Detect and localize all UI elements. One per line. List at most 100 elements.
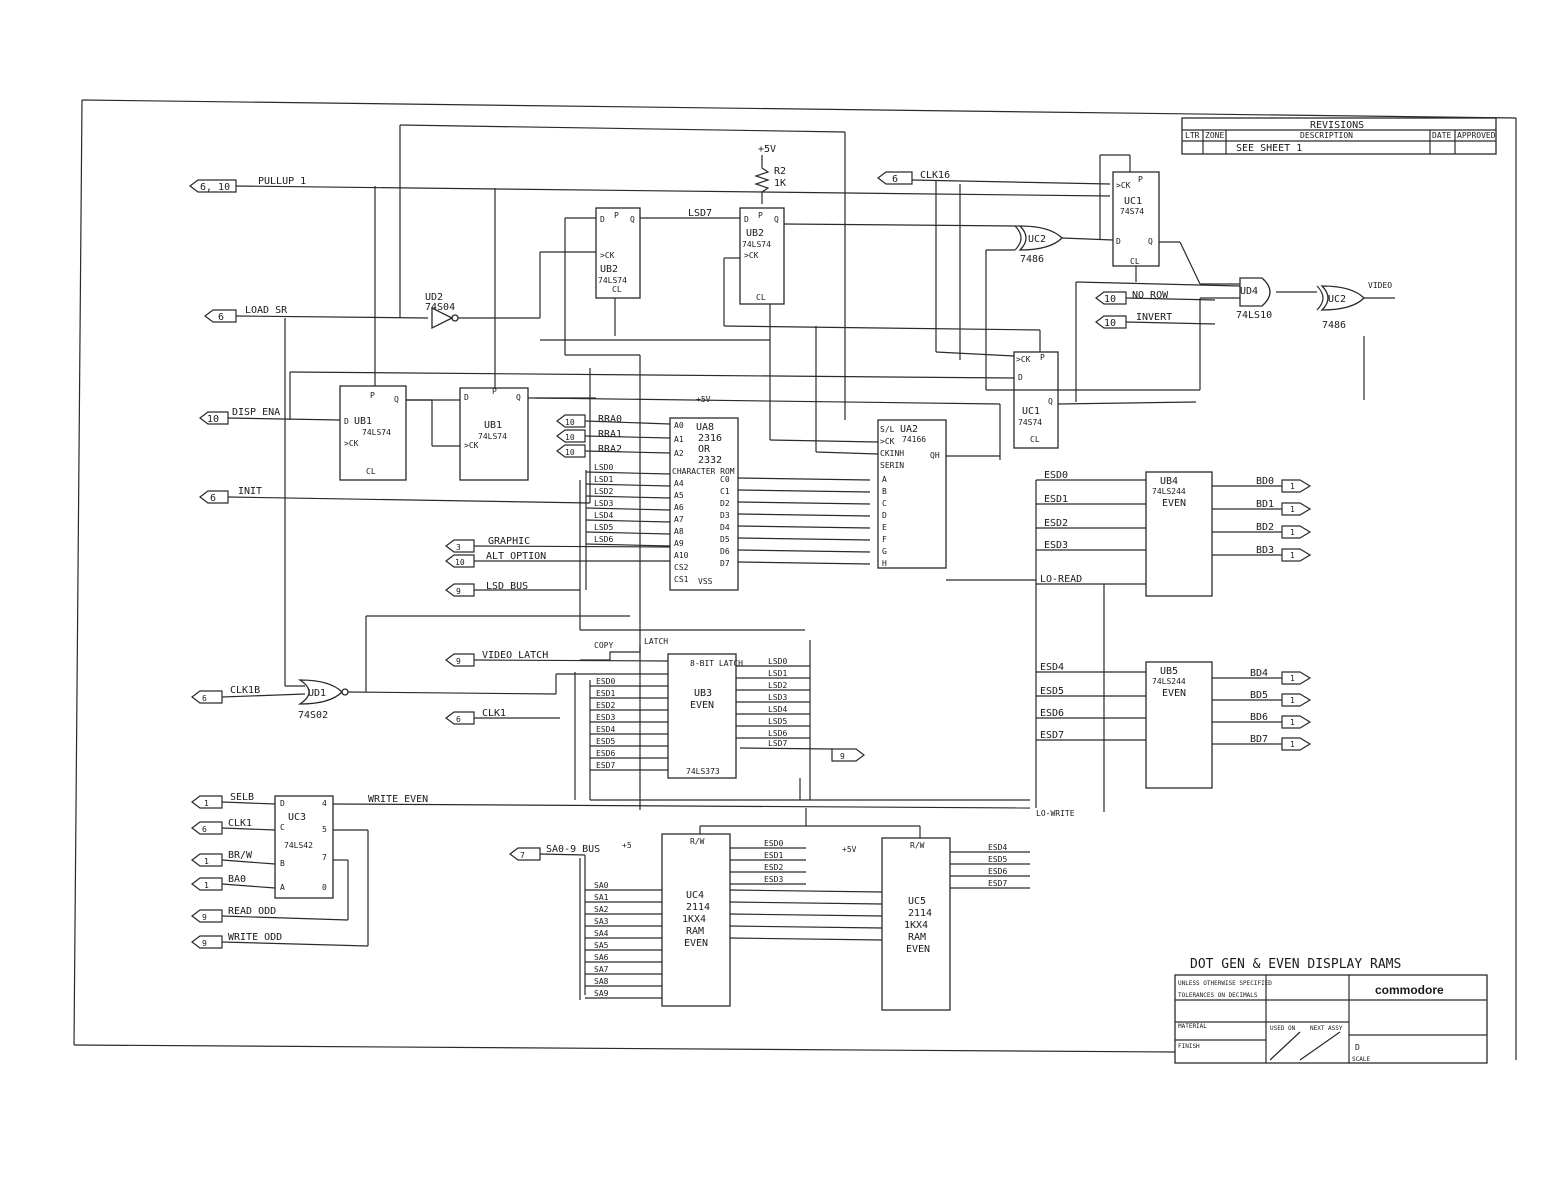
sa3-label: SA3 (594, 917, 609, 926)
company-name: commodore (1375, 983, 1444, 997)
svg-text:7: 7 (322, 853, 327, 862)
offpage-read-odd-num: 9 (202, 913, 207, 922)
interconnect (289, 124, 1365, 1000)
bd5-port: 1 (1290, 696, 1295, 705)
chip-ub5: UB5 74LS244 EVEN (1145, 661, 1213, 789)
offpage-rra2-num: 10 (565, 448, 575, 457)
sa5-label: SA5 (594, 941, 609, 950)
net-latch: LATCH (644, 637, 668, 646)
ub1a-name: UB1 (354, 416, 372, 427)
offpage-pullup-num: 6, 10 (200, 182, 230, 193)
ub3-in-6: ESD6 (596, 749, 615, 758)
uc4-part: 2114 (686, 902, 710, 913)
offpage-video-latch: 9 VIDEO LATCH (445, 650, 669, 667)
ub3-in-7: ESD7 (596, 761, 615, 770)
offpage-brw-label: BR/W (228, 850, 253, 861)
svg-text:R/W: R/W (690, 837, 705, 846)
uc4-role: 1KX4 (682, 914, 706, 925)
sa7-label: SA7 (594, 965, 609, 974)
ub3-out-7: LSD7 (768, 739, 787, 748)
offpage-write-odd-num: 9 (202, 939, 207, 948)
ua8-name: UA8 (696, 422, 714, 433)
ub4-esd3: ESD3 (1044, 540, 1068, 551)
uc2a-name: UC2 (1028, 234, 1046, 245)
ub2a-name: UB2 (600, 264, 618, 275)
svg-text:D: D (882, 511, 887, 520)
offpage-rra0-num: 10 (565, 418, 575, 427)
offpage-clk16: 6 CLK16 (877, 170, 1111, 185)
offpage-write-odd-label: WRITE ODD (228, 932, 282, 943)
offpage-rra1-label: RRA1 (598, 429, 622, 440)
uc1a-part: 74S74 (1120, 207, 1144, 216)
svg-text:F: F (882, 535, 887, 544)
uc4-side: EVEN (684, 938, 708, 949)
offpage-ba0-label: BA0 (228, 874, 246, 885)
offpage-selb-label: SELB (230, 792, 254, 803)
offpage-clk1b-num: 6 (202, 694, 207, 703)
offpage-clk1-uc3-num: 6 (202, 825, 207, 834)
chip-ua8: +5V UA8 2316 OR 2332 CHARACTER ROM A0A1A… (669, 395, 739, 591)
ub4-part: 74LS244 (1152, 487, 1186, 496)
svg-text:A: A (280, 883, 285, 892)
uc3-name: UC3 (288, 812, 306, 823)
lsd-label-5: LSD5 (594, 523, 613, 532)
offpage-sa-bus-label: SA0-9 BUS (546, 844, 600, 855)
uc4-out-1: ESD1 (764, 851, 783, 860)
offpage-clk1-label: CLK1 (482, 708, 506, 719)
svg-text:A8: A8 (674, 527, 684, 536)
offpage-pullup-label: PULLUP 1 (258, 176, 306, 187)
offpage-no-row-label: NO ROW (1132, 290, 1169, 301)
offpage-clk1-uc3-label: CLK1 (228, 818, 252, 829)
chip-ud2: UD2 74S04 (425, 251, 596, 330)
offpage-lsd-bus-label: LSD BUS (486, 581, 528, 592)
svg-text:CL: CL (1030, 435, 1040, 444)
svg-text:S/L: S/L (880, 425, 895, 434)
net-lo-write: LO-WRITE (1036, 809, 1075, 818)
svg-text:A1: A1 (674, 435, 684, 444)
svg-text:Q: Q (394, 395, 399, 404)
svg-text:D5: D5 (720, 535, 730, 544)
tolerances-note: TOLERANCES ON DECIMALS (1178, 992, 1258, 999)
ub5-esd4: ESD4 (1040, 662, 1064, 673)
svg-text:C0: C0 (720, 475, 730, 484)
size-value: D (1355, 1043, 1360, 1052)
lsd-label-1: LSD1 (594, 475, 613, 484)
uc5-side: EVEN (906, 944, 930, 955)
offpage-selb-num: 1 (204, 799, 209, 808)
chip-uc2a: UC2 7486 (1014, 225, 1114, 265)
offpage-invert-label: INVERT (1136, 312, 1172, 323)
offpage-graphic: 3 10 9 GRAPHIC ALT OPTION LSD BUS (445, 536, 671, 597)
ub3-part: 74LS373 (686, 767, 720, 776)
svg-text:B: B (280, 859, 285, 868)
uc4-out-2: ESD2 (764, 863, 783, 872)
chip-uc3: DC BA 45 70 UC3 74LS42 WRITE EVEN (274, 794, 1031, 946)
bd4-port: 1 (1290, 674, 1295, 683)
sa8-label: SA8 (594, 977, 609, 986)
sa1-label: SA1 (594, 893, 609, 902)
svg-text:>CK: >CK (344, 439, 359, 448)
ub4-side: EVEN (1162, 498, 1186, 509)
svg-text:CS2: CS2 (674, 563, 689, 572)
svg-text:P: P (758, 211, 763, 220)
svg-text:5: 5 (322, 825, 327, 834)
chip-ub3: 8-BIT LATCH UB3 EVEN 74LS373 COPY LATCH (580, 637, 743, 779)
ud1-name: UD1 (308, 688, 326, 699)
ub3-out-4: LSD4 (768, 705, 787, 714)
bd5-label: BD5 (1250, 690, 1268, 701)
ua2-part: 74166 (902, 435, 926, 444)
svg-text:Q: Q (1048, 397, 1053, 406)
svg-text:A: A (882, 475, 887, 484)
offpage-sa-bus-num: 7 (520, 851, 525, 860)
offpage-disp-ena: 10 DISP ENA (199, 407, 341, 425)
finish-label: FINISH (1178, 1043, 1200, 1050)
offpage-init-num: 6 (210, 493, 216, 504)
svg-text:P: P (1138, 175, 1143, 184)
ub3-out-0: LSD0 (768, 657, 787, 666)
ub3-in-4: ESD4 (596, 725, 615, 734)
offpage-clk16-num: 6 (892, 174, 898, 185)
svg-text:A7: A7 (674, 515, 684, 524)
svg-text:C: C (280, 823, 285, 832)
svg-text:CKINH: CKINH (880, 449, 904, 458)
resistor-r2: +5V R2 1K (754, 144, 786, 204)
ud4-name: UD4 (1240, 286, 1258, 297)
